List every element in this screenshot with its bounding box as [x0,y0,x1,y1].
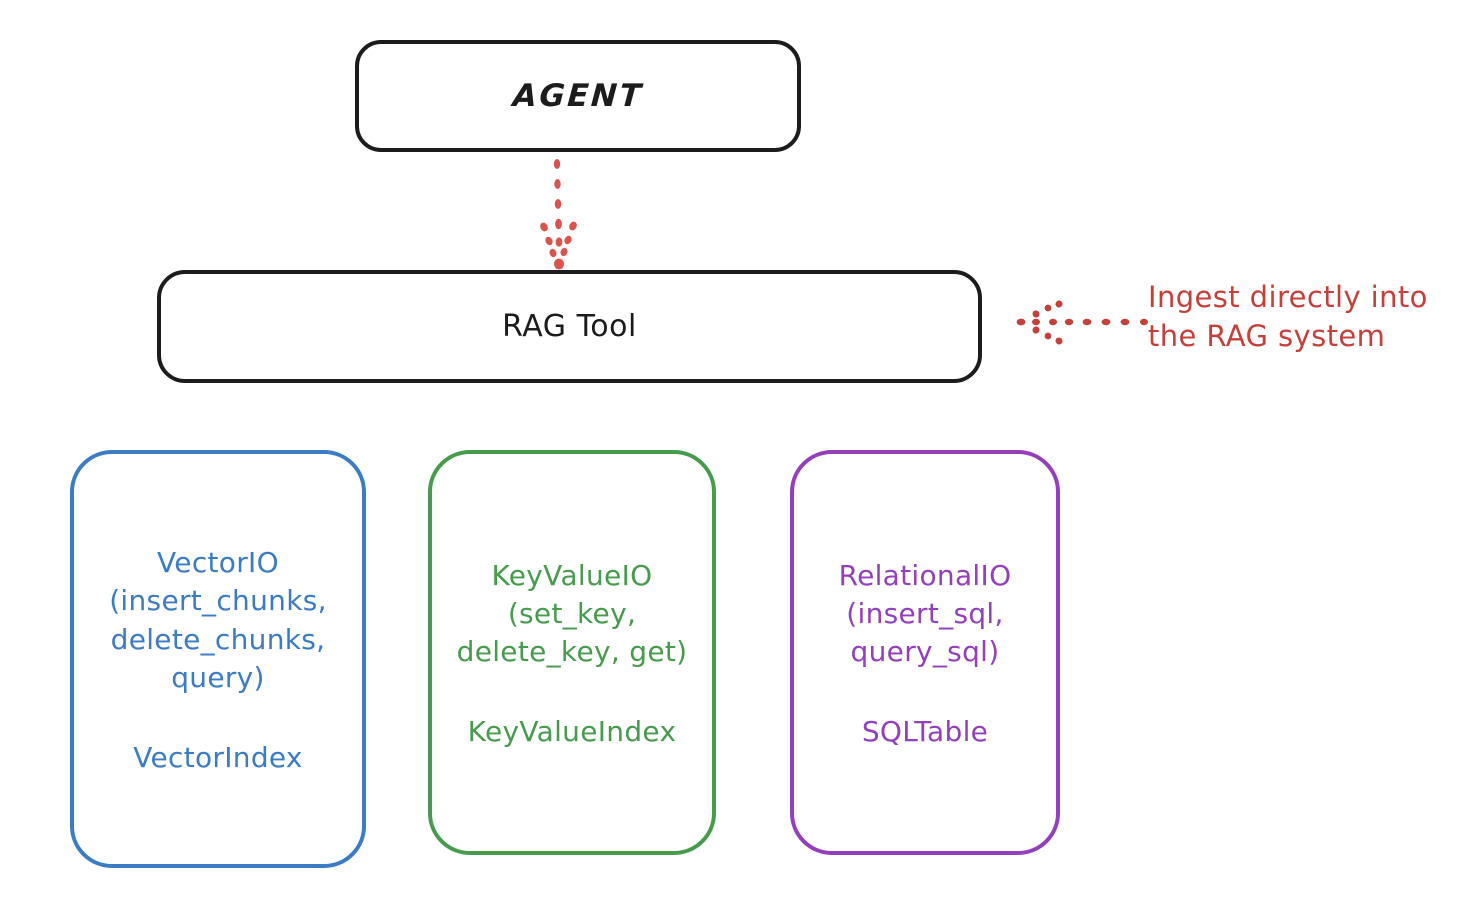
vector-io-api-list: VectorIO (insert_chunks, delete_chunks, … [109,546,327,694]
ingest-note-text: Ingest directly into the RAG system [1148,280,1428,353]
agent-to-rag-tool-arrow [540,159,577,270]
rag-tool-node[interactable]: RAG Tool [157,270,982,383]
agent-node-label: AGENT [511,78,645,114]
key-value-io-index-name: KeyValueIndex [467,715,677,749]
vector-io-index-name: VectorIndex [133,740,303,774]
vector-io-card[interactable]: VectorIO (insert_chunks, delete_chunks, … [70,450,366,868]
ingest-note-arrow [1016,300,1148,345]
rag-tool-node-label: RAG Tool [502,309,637,344]
agent-node[interactable]: AGENT [355,40,801,152]
key-value-io-api-list: KeyValueIO (set_key, delete_key, get) [456,558,688,669]
relational-io-index-name: SQLTable [861,715,989,749]
relational-io-api-list: RelationalIO (insert_sql, query_sql) [838,558,1012,669]
relational-io-card[interactable]: RelationalIO (insert_sql, query_sql) SQL… [790,450,1060,855]
key-value-io-card[interactable]: KeyValueIO (set_key, delete_key, get) Ke… [428,450,716,855]
